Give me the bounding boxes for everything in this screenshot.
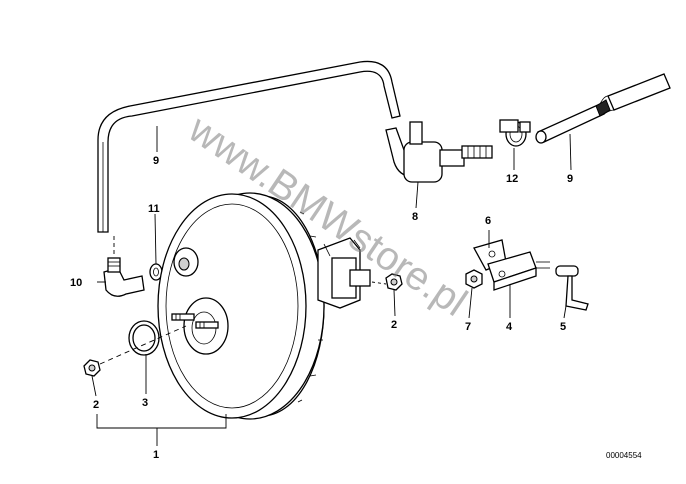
callout-1: 1: [153, 449, 159, 461]
callout-10: 10: [70, 277, 82, 289]
angle-lever: [555, 265, 589, 311]
diagram-reference-number: 00004554: [606, 451, 642, 460]
callout-8: 8: [412, 211, 418, 223]
callout-2-right: 2: [391, 319, 397, 331]
vacuum-hose-left: [97, 60, 401, 233]
callout-11: 11: [148, 203, 160, 215]
check-valve: [385, 121, 493, 183]
brake-booster: [157, 192, 387, 420]
vacuum-hose-right: [535, 73, 671, 144]
angle-fitting: [103, 236, 145, 297]
callout-9-left: 9: [153, 155, 159, 167]
leader-lines: [91, 126, 572, 446]
callout-9-right: 9: [567, 173, 573, 185]
hex-nut-right: [385, 273, 403, 291]
callout-6: 6: [485, 215, 491, 227]
callout-3: 3: [142, 397, 148, 409]
hose-clamp: [499, 119, 531, 147]
callout-5: 5: [560, 321, 566, 333]
hex-nut-left: [83, 359, 101, 377]
callout-4: 4: [506, 321, 513, 333]
callout-7: 7: [465, 321, 471, 333]
callout-12: 12: [506, 173, 518, 185]
callout-labels: 1 2 2 3 4 5 6 7 8 9 9 10 11 12: [70, 155, 573, 461]
callout-2-left: 2: [93, 399, 99, 411]
nut-small: [465, 269, 483, 289]
o-ring: [128, 320, 160, 356]
sensor-bracket: [487, 251, 550, 291]
